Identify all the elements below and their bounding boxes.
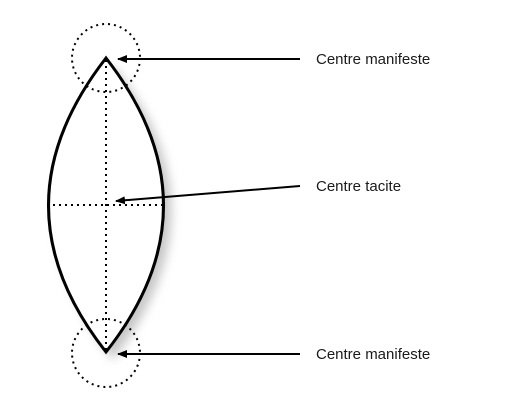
label-top: Centre manifeste — [316, 51, 430, 68]
middle-arrow — [115, 185, 301, 205]
label-middle: Centre tacite — [316, 178, 401, 195]
label-bottom: Centre manifeste — [316, 346, 430, 363]
